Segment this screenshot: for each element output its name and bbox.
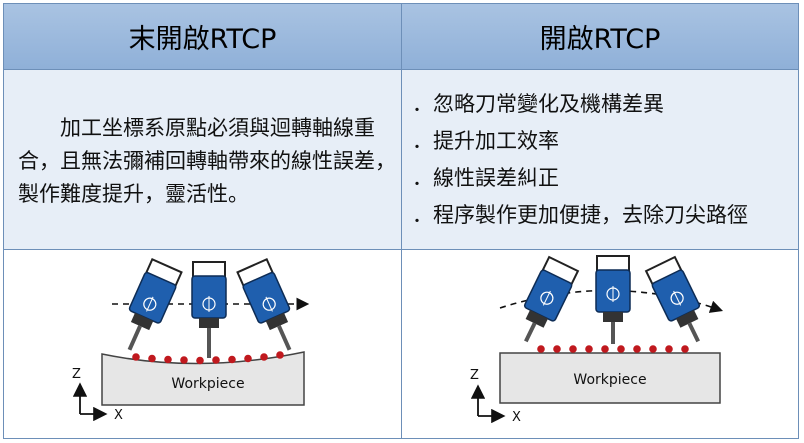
benefit-item: ．程序製作更加便捷，去除刀尖路徑 [412, 203, 748, 227]
axis-x-label: X [512, 410, 521, 425]
workpiece-block-icon [499, 352, 721, 404]
header-rtcp-off: 末開啟RTCP [4, 4, 402, 70]
benefit-item: ．線性誤差糾正 [412, 166, 559, 190]
header-rtcp-on-label: 開啟RTCP [539, 24, 661, 55]
header-rtcp-on: 開啟RTCP [402, 4, 798, 70]
spindle-center-icon [191, 261, 227, 358]
benefit-item: ．忽略刀常變化及機構差異 [412, 92, 664, 116]
benefit-item: ．提升加工效率 [412, 129, 559, 153]
illustration-cell-rtcp-off: Workpiece [4, 250, 402, 438]
spindle-left-icon [127, 257, 183, 351]
description-cell-rtcp-off: 加工坐標系原點必須與迴轉軸線重合，且無法彌補回轉軸帶來的線性誤差，製作難度提升，… [4, 70, 402, 250]
axis-x-label: X [114, 408, 123, 423]
spindle-right-icon [236, 257, 292, 351]
axis-z-label: Z [72, 367, 81, 382]
header-rtcp-off-label: 末開啟RTCP [128, 24, 277, 55]
spindle-center-icon [595, 255, 631, 344]
tool-contact-dots [132, 351, 284, 365]
rtcp-off-diagram: Workpiece [72, 257, 310, 423]
tool-contact-dots [537, 345, 689, 353]
axis-z-label: Z [470, 368, 479, 383]
rtcp-on-diagram: Workpiece [470, 255, 724, 425]
rtcp-comparison-table: 末開啟RTCP 開啟RTCP 加工坐標系原點必須與迴轉軸線重合，且無法彌補回轉軸… [3, 3, 799, 439]
axis-indicator-icon [470, 384, 506, 424]
benefits-list: ．忽略刀常變化及機構差異 ．提升加工效率 ．線性誤差糾正 ．程序製作更加便捷，去… [412, 86, 748, 234]
workpiece-label: Workpiece [171, 376, 244, 392]
spindle-left-icon [523, 255, 580, 343]
description-rtcp-off: 加工坐標系原點必須與迴轉軸線重合，且無法彌補回轉軸帶來的線性誤差，製作難度提升，… [18, 116, 396, 206]
benefits-cell-rtcp-on: ．忽略刀常變化及機構差異 ．提升加工效率 ．線性誤差糾正 ．程序製作更加便捷，去… [402, 70, 798, 250]
illustration-cell-rtcp-on: Workpiece [402, 250, 798, 438]
spindle-right-icon [644, 255, 701, 343]
axis-indicator-icon [72, 382, 108, 422]
workpiece-label: Workpiece [573, 372, 646, 388]
workpiece-block-icon [101, 351, 305, 406]
